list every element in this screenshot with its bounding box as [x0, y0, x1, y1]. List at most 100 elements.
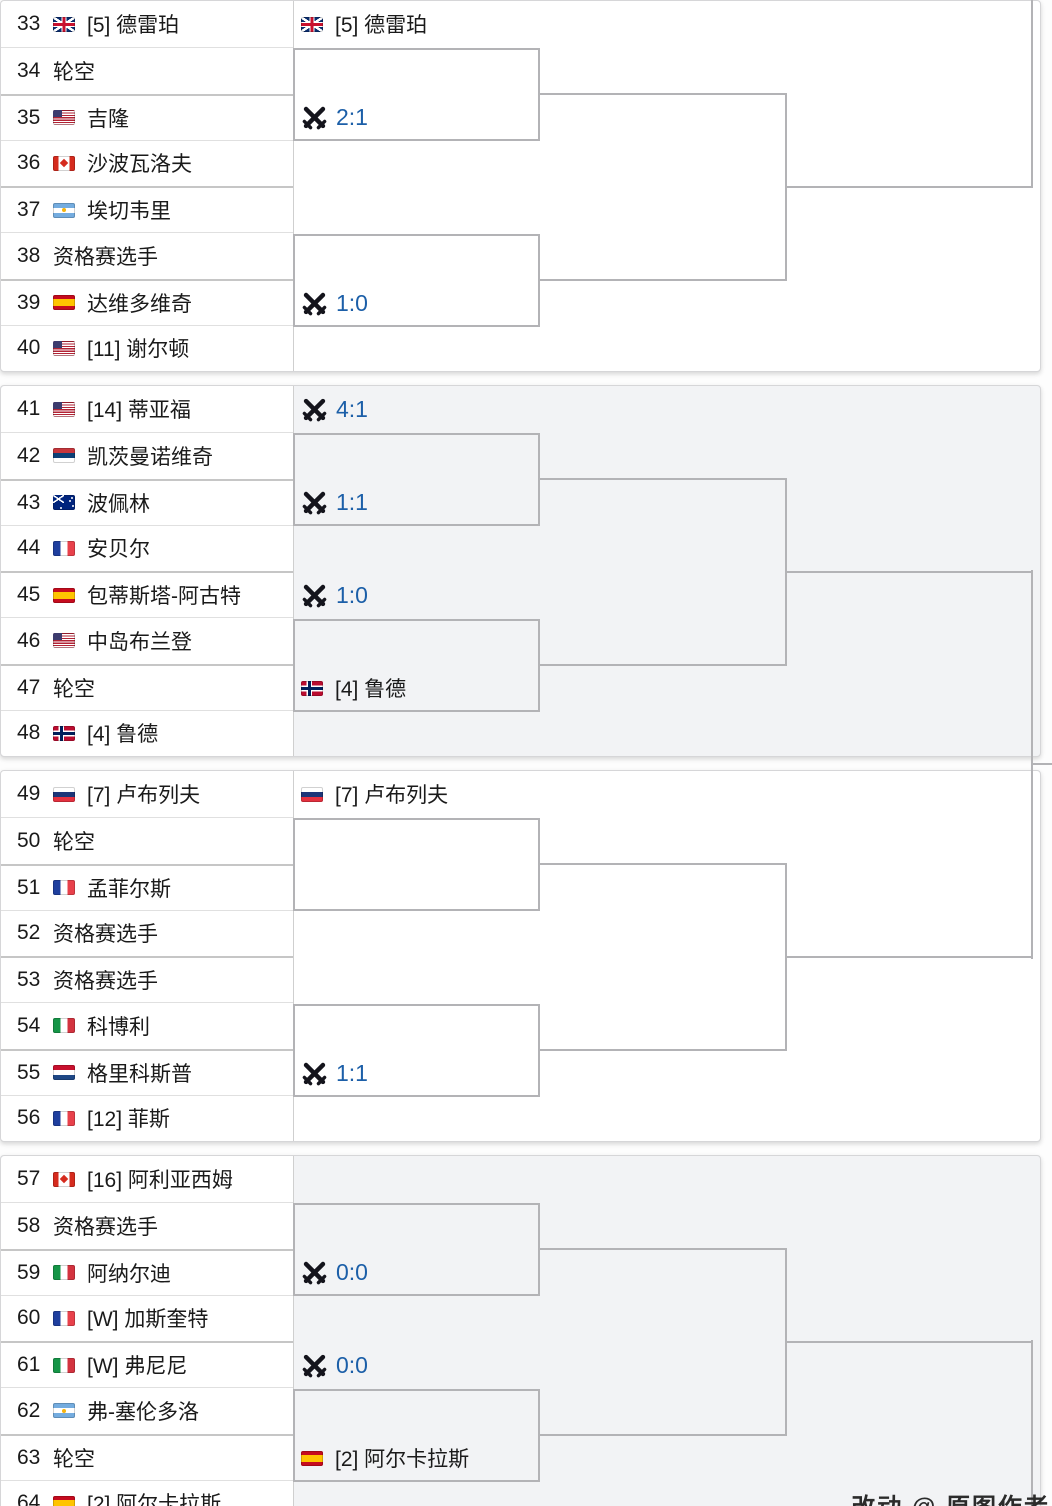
line-number: 39 [17, 290, 41, 314]
draw-row: 33 [5] 德雷珀 [1, 1, 293, 47]
line-number: 52 [17, 921, 41, 945]
h2h-link[interactable]: 1:1 [301, 479, 368, 526]
draw-row: 52 资格赛选手 [1, 909, 293, 956]
h2h-link[interactable]: 0:0 [301, 1249, 368, 1296]
flag-icon [53, 1310, 75, 1326]
round2-match-box [293, 618, 540, 712]
line-number: 53 [17, 968, 41, 992]
h2h-link[interactable]: 2:1 [301, 94, 368, 141]
player-name[interactable]: 凯茨曼诺维奇 [87, 445, 213, 469]
player-name[interactable]: 格里科斯普 [87, 1062, 192, 1086]
bracket-line [540, 478, 785, 480]
h2h-score: 1:1 [336, 488, 368, 515]
h2h-score: 1:0 [336, 581, 368, 608]
player-name[interactable]: 孟菲尔斯 [87, 877, 171, 901]
line-number: 41 [17, 397, 41, 421]
player-name[interactable]: [5] 德雷珀 [87, 14, 180, 38]
player-name[interactable]: 中岛布兰登 [87, 630, 192, 654]
bracket-line [540, 863, 785, 865]
player-name[interactable]: 包蒂斯塔-阿古特 [87, 585, 241, 609]
draw-row: 49[7] 卢布列夫 [1, 771, 293, 817]
player-name[interactable]: [7] 卢布列夫 [87, 784, 201, 808]
bracket-line [540, 1434, 785, 1436]
player-name[interactable]: [2] 阿尔卡拉斯 [87, 1493, 222, 1506]
advancing-player[interactable]: [5] 德雷珀 [301, 1, 427, 48]
round2-match-box [293, 817, 540, 911]
h2h-link[interactable]: 0:0 [301, 1342, 368, 1389]
line-number: 55 [17, 1060, 41, 1084]
draw-row: 60[W] 加斯奎特 [1, 1294, 293, 1341]
crossed-swords-icon [301, 104, 328, 131]
player-name[interactable]: [W] 加斯奎特 [87, 1308, 209, 1332]
line-number: 57 [17, 1167, 41, 1191]
draw-row: 47 轮空 [1, 663, 293, 710]
h2h-score: 4:1 [336, 395, 368, 422]
h2h-link[interactable]: 1:0 [301, 280, 368, 327]
flag-icon [53, 1357, 75, 1373]
flag-icon [53, 540, 75, 556]
line-number: 47 [17, 675, 41, 699]
line-number: 48 [17, 721, 41, 745]
player-name[interactable]: [16] 阿利亚西姆 [87, 1169, 233, 1193]
h2h-score: 1:1 [336, 1059, 368, 1086]
flag-icon [53, 448, 75, 464]
player-name[interactable]: 弗-塞伦多洛 [87, 1400, 199, 1424]
bye-label: 轮空 [53, 677, 95, 701]
bracket-line [785, 956, 1032, 958]
player-name[interactable]: 安贝尔 [87, 538, 150, 562]
player-name[interactable]: 沙波瓦洛夫 [87, 153, 192, 177]
player-name[interactable]: [11] 谢尔顿 [87, 338, 190, 362]
line-number: 33 [17, 12, 41, 36]
h2h-link[interactable]: 1:1 [301, 1050, 368, 1097]
flag-icon [301, 1450, 323, 1466]
player-name[interactable]: 吉隆 [87, 107, 129, 131]
line-number: 63 [17, 1445, 41, 1469]
flag-icon [53, 1403, 75, 1419]
line-number: 62 [17, 1398, 41, 1422]
h2h-score: 0:0 [336, 1351, 368, 1378]
h2h-score: 1:0 [336, 289, 368, 316]
h2h-link[interactable]: 4:1 [301, 386, 368, 433]
player-name[interactable]: [4] 鲁德 [87, 723, 159, 747]
player-name[interactable]: 科博利 [87, 1015, 150, 1039]
draw-row: 48 [4] 鲁德 [1, 709, 293, 756]
player-name[interactable]: [14] 蒂亚福 [87, 399, 191, 423]
player-name[interactable]: [12] 菲斯 [87, 1108, 170, 1132]
player-name[interactable]: 埃切韦里 [87, 200, 171, 224]
flag-icon [53, 1065, 75, 1081]
flag-icon [53, 880, 75, 896]
flag-icon [53, 495, 75, 511]
advancing-player[interactable]: [2] 阿尔卡拉斯 [301, 1435, 469, 1482]
player-name[interactable]: 达维多维奇 [87, 292, 192, 316]
flag-icon [53, 1171, 75, 1187]
advancing-player[interactable]: [7] 卢布列夫 [301, 771, 448, 818]
draw-row: 40[11] 谢尔顿 [1, 324, 293, 371]
crossed-swords-icon [301, 1060, 328, 1087]
draw-row: 64[2] 阿尔卡拉斯 [1, 1479, 293, 1506]
h2h-link[interactable]: 1:0 [301, 572, 368, 619]
flag-icon [53, 401, 75, 417]
advancing-player[interactable]: [4] 鲁德 [301, 665, 406, 712]
flag-icon [53, 340, 75, 356]
bracket-line [540, 279, 785, 281]
line-number: 37 [17, 198, 41, 222]
flag-icon [301, 16, 323, 32]
flag-icon [53, 16, 75, 32]
qualifier-label: 资格赛选手 [53, 923, 158, 947]
round2-match-box [293, 1003, 540, 1097]
round2-match-box [293, 1388, 540, 1482]
player-name[interactable]: 阿纳尔迪 [87, 1262, 171, 1286]
player-name[interactable]: [W] 弗尼尼 [87, 1355, 188, 1379]
player-name[interactable]: 波佩林 [87, 492, 150, 516]
